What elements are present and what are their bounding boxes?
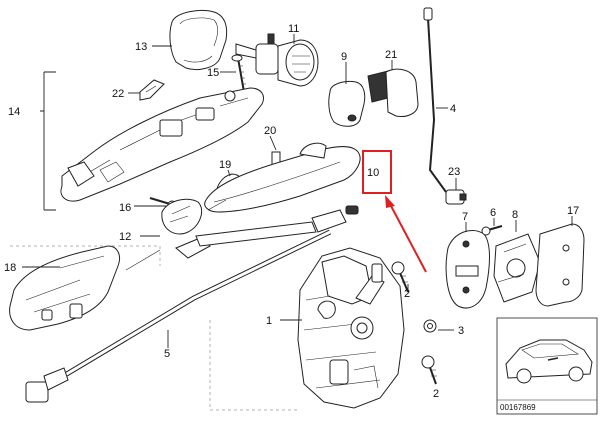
part-18-inner-carrier bbox=[9, 245, 121, 331]
part-2-screw-upper bbox=[391, 261, 409, 293]
callout-3: 3 bbox=[458, 325, 464, 337]
callout-6: 6 bbox=[490, 207, 496, 219]
part-11-lock-cylinder bbox=[235, 33, 319, 87]
part-3-nut bbox=[423, 319, 437, 333]
part-9-cap bbox=[328, 81, 366, 127]
callout-19: 19 bbox=[219, 159, 231, 171]
part-1-door-lock bbox=[297, 247, 405, 409]
callout-17: 17 bbox=[567, 205, 579, 217]
part-22-clip bbox=[139, 79, 165, 101]
callout-12: 12 bbox=[119, 231, 131, 243]
part-21-cap bbox=[367, 68, 419, 117]
callout-5: 5 bbox=[164, 348, 170, 360]
part-4-rod bbox=[423, 7, 447, 193]
dashed-guides bbox=[10, 245, 300, 411]
callout-7: 7 bbox=[462, 211, 468, 223]
part-2-screw-lower bbox=[421, 355, 437, 385]
callout-21: 21 bbox=[385, 49, 397, 61]
part-14-carrier bbox=[60, 87, 264, 202]
callout-10: 10 bbox=[367, 167, 379, 179]
callout-8: 8 bbox=[512, 209, 518, 221]
callout-1: 1 bbox=[266, 315, 272, 327]
part-10-door-handle bbox=[204, 142, 361, 213]
part-8-striker bbox=[493, 233, 541, 303]
part-6-bolt bbox=[481, 225, 503, 236]
part-17-cover-plate bbox=[535, 223, 585, 307]
callout-16: 16 bbox=[119, 202, 131, 214]
callout-4: 4 bbox=[450, 103, 456, 115]
part-5-cable bbox=[25, 199, 332, 403]
part-12-bracket bbox=[161, 198, 203, 235]
callout-13: 13 bbox=[135, 41, 147, 53]
callout-22: 22 bbox=[112, 88, 124, 100]
part-13-cover bbox=[169, 9, 228, 71]
callout-2-upper: 2 bbox=[404, 288, 410, 300]
vehicle-inset bbox=[496, 317, 598, 415]
callout-14: 14 bbox=[8, 106, 20, 118]
highlight-arrow bbox=[385, 195, 427, 273]
callout-20: 20 bbox=[264, 125, 276, 137]
callout-2-lower: 2 bbox=[433, 388, 439, 400]
cable-connector bbox=[175, 205, 359, 259]
part-23-connector bbox=[445, 189, 467, 205]
callout-9: 9 bbox=[341, 51, 347, 63]
reference-number: 00167869 bbox=[500, 403, 536, 412]
callout-23: 23 bbox=[448, 166, 460, 178]
callout-18: 18 bbox=[4, 262, 16, 274]
callout-11: 11 bbox=[288, 23, 299, 35]
callout-15: 15 bbox=[207, 67, 219, 79]
callout-10-highlight-box bbox=[362, 150, 392, 194]
part-7-striker-plate bbox=[445, 230, 490, 309]
part-15-screw bbox=[231, 54, 246, 93]
